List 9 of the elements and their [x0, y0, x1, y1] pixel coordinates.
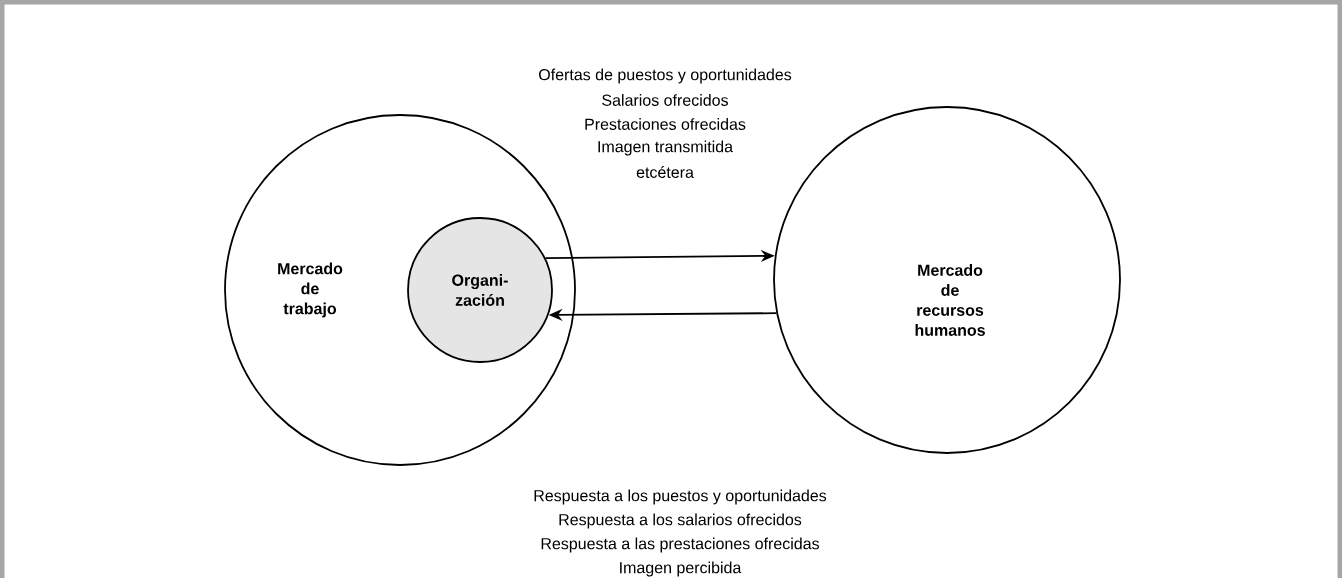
annotation-text: Salarios ofrecidos	[602, 94, 728, 106]
annotation-text: Imagen transmitida	[598, 140, 733, 156]
annotation-text: Ofertas de puestos y oportunidades	[539, 68, 792, 84]
annotation-text: Respuesta a las prestaciones ofrecidas	[541, 537, 820, 553]
annotation-text: Respuesta a los salarios ofrecidos	[559, 513, 802, 529]
annotation-text: etcétera	[636, 166, 694, 178]
annotation-text: Respuesta a los puestos y oportunidades	[534, 489, 827, 505]
annotation-text: Prestaciones ofrecidas	[585, 118, 746, 130]
annotation-text: Imagen percibida	[620, 561, 742, 577]
